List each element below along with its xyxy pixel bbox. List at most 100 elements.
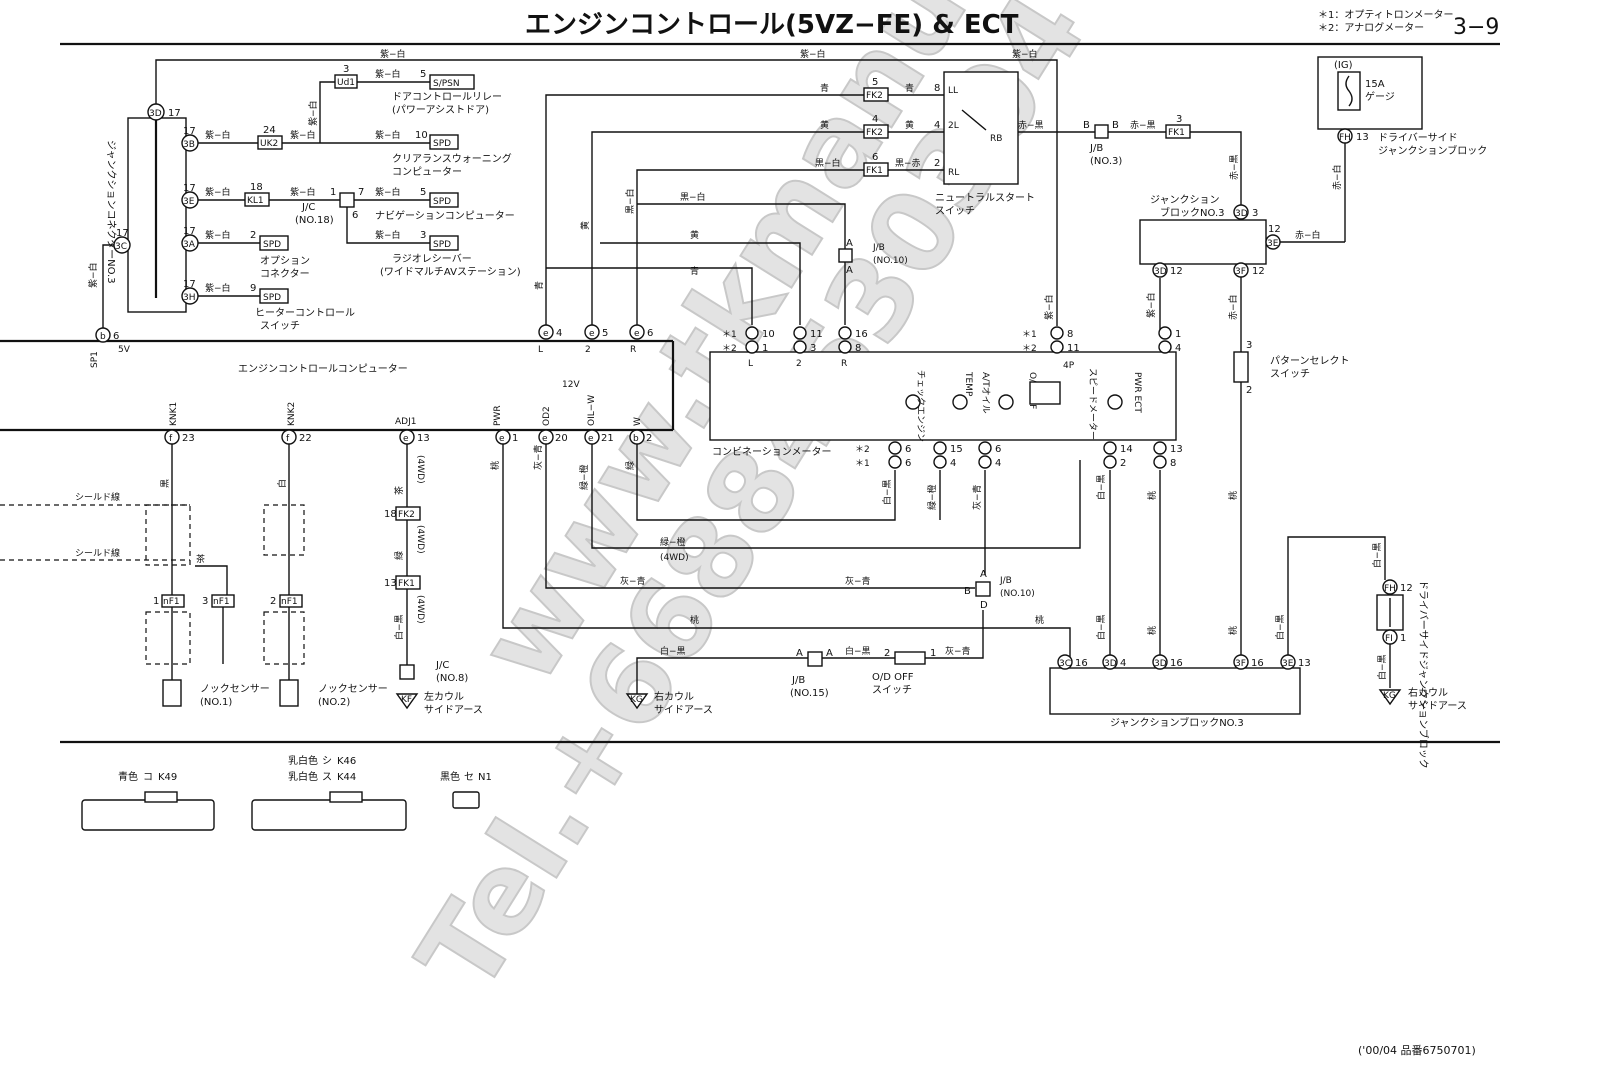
- svg-text:UK2: UK2: [260, 139, 278, 149]
- svg-text:黒−白: 黒−白: [815, 157, 841, 169]
- svg-text:桃: 桃: [690, 614, 699, 626]
- svg-text:紫−白: 紫−白: [205, 282, 231, 294]
- ig-label: (IG): [1334, 60, 1353, 71]
- svg-text:緑: 緑: [624, 461, 636, 470]
- svg-text:黄: 黄: [905, 119, 914, 131]
- svg-text:赤−黒: 赤−黒: [1018, 120, 1044, 131]
- svg-text:3E: 3E: [1282, 659, 1294, 669]
- svg-text:黒−白: 黒−白: [680, 191, 706, 203]
- svg-text:8: 8: [934, 83, 940, 94]
- svg-text:KNK2: KNK2: [287, 402, 297, 426]
- svg-text:6: 6: [905, 444, 911, 455]
- svg-text:3F: 3F: [1235, 267, 1246, 277]
- ig-box: [1317, 56, 1423, 130]
- conn-b6-label: b: [100, 332, 106, 342]
- svg-text:e: e: [588, 434, 594, 444]
- svg-text:4: 4: [934, 120, 940, 131]
- svg-text:白−黒: 白−黒: [1274, 614, 1286, 640]
- svg-text:桃: 桃: [489, 461, 501, 470]
- svg-text:f: f: [286, 434, 290, 444]
- svg-text:白−黒: 白−黒: [1371, 542, 1383, 568]
- jc-branch-3a: 3A 17 紫−白 2 SPD オプション コネクター: [181, 226, 310, 280]
- svg-text:13: 13: [1298, 658, 1311, 669]
- nsw-ll: LL: [948, 86, 958, 96]
- svg-text:e: e: [499, 434, 505, 444]
- svg-text:12V: 12V: [562, 380, 580, 390]
- page-title: エンジンコントロール(5VZ−FE) & ECT: [525, 10, 1019, 40]
- svg-text:桃: 桃: [1227, 491, 1239, 500]
- fuse-rating: 15A: [1365, 79, 1385, 90]
- conn-fh13: [1337, 128, 1353, 144]
- svg-text:11: 11: [810, 329, 823, 340]
- svg-text:16: 16: [1170, 658, 1183, 669]
- svg-text:(NO.18): (NO.18): [295, 215, 334, 226]
- svg-text:ナビゲーションコンピューター: ナビゲーションコンピューター: [375, 210, 515, 222]
- wire-v-w-meter: 紫−白: [1145, 292, 1157, 318]
- svg-text:18: 18: [250, 182, 263, 193]
- svg-text:17: 17: [183, 183, 196, 194]
- meter-indicators: チェックエンジン TEMP A/Tオイル O/D OFF 4P スピードメーター…: [905, 361, 1142, 442]
- svg-text:赤−黒: 赤−黒: [1130, 120, 1156, 131]
- svg-text:紫−白: 紫−白: [205, 186, 231, 198]
- ecu-label: エンジンコントロールコンピューター: [238, 363, 408, 375]
- svg-text:＊2: ＊2: [722, 344, 737, 354]
- svg-text:(NO.10): (NO.10): [873, 256, 908, 266]
- svg-text:白−黒: 白−黒: [393, 614, 405, 640]
- svg-text:2: 2: [585, 345, 591, 355]
- svg-text:6: 6: [995, 444, 1001, 455]
- svg-text:20: 20: [555, 433, 568, 444]
- svg-text:チェックエンジン: チェックエンジン: [915, 370, 926, 442]
- neutral-switch: [943, 71, 1019, 185]
- svg-text:K44: K44: [337, 772, 356, 783]
- svg-text:nF1: nF1: [213, 597, 230, 607]
- svg-text:SPD: SPD: [263, 240, 281, 250]
- svg-text:6: 6: [872, 152, 878, 163]
- fuse-name: ゲージ: [1365, 91, 1395, 103]
- conn-3d3: [1233, 204, 1249, 220]
- svg-text:18: 18: [384, 509, 397, 520]
- svg-text:O/D OFF: O/D OFF: [872, 672, 914, 683]
- ecu-meter-wires: 黄 青 黒−白 A A J/B (NO.10) 青 黄 黒−白: [533, 188, 908, 325]
- svg-text:A: A: [846, 238, 853, 249]
- svg-text:3D: 3D: [1104, 659, 1117, 669]
- svg-text:J/B: J/B: [1089, 143, 1103, 154]
- svg-text:10: 10: [762, 329, 775, 340]
- wire-v-w-right: 紫−白: [1043, 294, 1055, 320]
- svg-text:12: 12: [1268, 224, 1281, 235]
- shield-lines: シールド線 シールド線: [0, 491, 305, 665]
- svg-text:3H: 3H: [183, 293, 196, 303]
- pattern-switch: [1233, 351, 1249, 383]
- svg-text:＊1: ＊1: [1022, 330, 1037, 340]
- svg-text:(4WD): (4WD): [415, 525, 425, 554]
- nsw-rl: RL: [948, 168, 959, 178]
- svg-text:10: 10: [415, 130, 428, 141]
- svg-text:23: 23: [182, 433, 195, 444]
- svg-text:乳白色: 乳白色: [288, 754, 318, 767]
- svg-text:白: 白: [276, 479, 288, 488]
- svg-text:13: 13: [417, 433, 430, 444]
- svg-text:K46: K46: [337, 756, 356, 767]
- svg-text:ジャンクションブロックNO.3: ジャンクションブロックNO.3: [1110, 716, 1244, 729]
- svg-text:ドアコントロールリレー: ドアコントロールリレー: [392, 92, 502, 103]
- svg-text:2: 2: [646, 433, 652, 444]
- page-number: 3−9: [1453, 15, 1499, 40]
- svg-text:ヒーターコントロール: ヒーターコントロール: [255, 307, 355, 319]
- connector-legend: 青色 コ K49 乳白色 シ K46 乳白色 ス K44 黒色 セ N1: [81, 754, 492, 831]
- svg-text:＊2: ＊2: [1022, 344, 1037, 354]
- svg-text:21: 21: [601, 433, 614, 444]
- svg-text:2: 2: [1120, 458, 1126, 469]
- svg-text:FK2: FK2: [398, 510, 415, 520]
- svg-text:B: B: [1112, 120, 1119, 131]
- svg-text:B: B: [964, 586, 971, 597]
- svg-text:FH: FH: [1384, 584, 1396, 594]
- svg-text:KG: KG: [1383, 691, 1396, 701]
- svg-text:緑−橙: 緑−橙: [926, 484, 938, 510]
- svg-text:3D: 3D: [1154, 267, 1167, 277]
- conn-3d12: [1152, 262, 1168, 278]
- conn-3d17-pin: 17: [168, 108, 181, 119]
- driver-jb-label-sub: ジャンクションブロック: [1378, 144, 1487, 157]
- svg-text:黒−白: 黒−白: [624, 188, 636, 214]
- pattern-label-sub: スイッチ: [1270, 368, 1310, 380]
- svg-text:3: 3: [1252, 208, 1258, 219]
